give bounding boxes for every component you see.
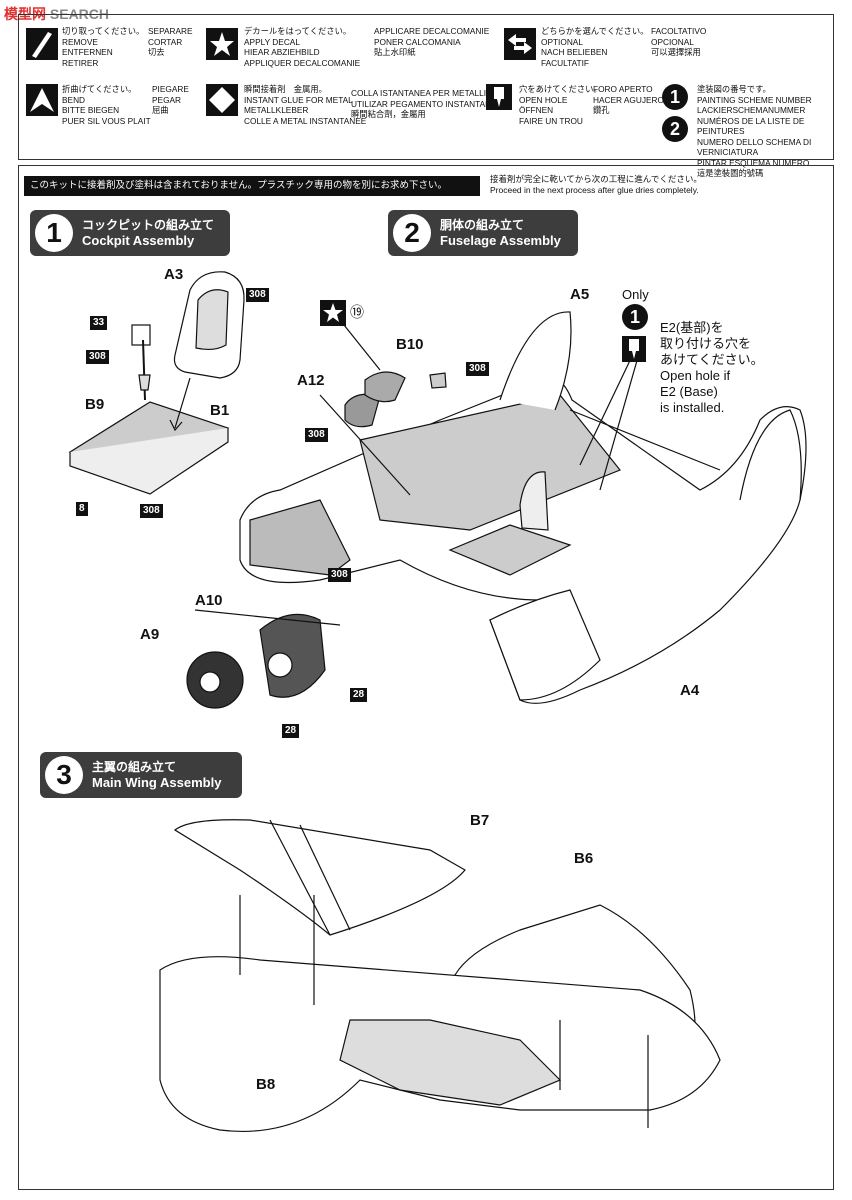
legend-optional-text2: FACOLTATIVO OPCIONAL 可以選擇採用: [651, 26, 707, 57]
glue-dry-note: 接着剤が完全に乾いてから次の工程に進んでください。 Proceed in the…: [490, 174, 702, 195]
step-2-title-jp: 胴体の組み立て: [440, 218, 525, 232]
legend-decal-text2: APPLICARE DECALCOMANIE PONER CALCOMANIA …: [374, 26, 490, 57]
step-3-title-en: Main Wing Assembly: [92, 775, 222, 790]
color-badge: 28: [282, 724, 300, 738]
slash-icon: [26, 28, 58, 60]
part-label-a3: A3: [164, 266, 184, 283]
legend-glue-text2: COLLA ISTANTANEA PER METALLI UTILIZAR PE…: [351, 88, 504, 119]
color-badge: 8: [76, 502, 88, 516]
step-2-title-en: Fuselage Assembly: [440, 233, 561, 248]
scheme-number-2: 2: [662, 116, 688, 142]
legend-glue-text: 瞬間接着剤 金属用。 INSTANT GLUE FOR METAL METALL…: [244, 84, 367, 126]
main-instructions-panel: [18, 165, 834, 1190]
only-drill-icon: [622, 336, 646, 362]
legend-bend-text2: PIEGARE PEGAR 屈曲: [152, 84, 189, 115]
step-2-number: 2: [393, 214, 431, 252]
color-badge: 308: [246, 288, 269, 302]
color-badge: 33: [90, 316, 108, 330]
star-icon: [206, 28, 238, 60]
color-badge: 308: [140, 504, 163, 518]
step-3-number: 3: [45, 756, 83, 794]
only-label: Only: [622, 287, 649, 302]
arrows-icon: [504, 28, 536, 60]
step-1-header: 1 コックピットの組み立て Cockpit Assembly: [30, 210, 230, 256]
part-label-a12: A12: [297, 372, 325, 389]
part-label-a5: A5: [570, 286, 590, 303]
open-hole-note: E2(基部)を 取り付ける穴を あけてください。 Open hole if E2…: [660, 320, 764, 415]
scheme-icon: 1 2: [662, 84, 690, 144]
drill-icon: [486, 84, 512, 110]
legend-hole-text: 穴をあけてください。 OPEN HOLE ÖFFNEN FAIRE UN TRO…: [519, 84, 602, 126]
step-1-title-en: Cockpit Assembly: [82, 233, 195, 248]
step-3-title-jp: 主翼の組み立て: [92, 760, 177, 774]
color-badge: 308: [305, 428, 328, 442]
part-label-b1: B1: [210, 402, 230, 419]
step-1-number: 1: [35, 214, 73, 252]
legend-hole-text2: FORO APERTO HACER AGUJERO 鑽孔: [593, 84, 664, 115]
legend-optional-text: どちらかを選んでください。 OPTIONAL NACH BELIEBEN FAC…: [541, 26, 649, 68]
part-label-b6: B6: [574, 850, 594, 867]
bend-icon: [26, 84, 58, 116]
legend-remove-text2: SEPARARE CORTAR 切去: [148, 26, 193, 57]
part-label-b8: B8: [256, 1076, 276, 1093]
glue-diamond-icon: [206, 84, 238, 116]
notice-bar: このキットに接着剤及び塗料は含まれておりません。プラスチック専用の物を別にお求め…: [24, 176, 480, 196]
legend-decal-text: デカールをはってください。 APPLY DECAL HIEAR ABZIEHBI…: [244, 26, 361, 68]
step-2-header: 2 胴体の組み立て Fuselage Assembly: [388, 210, 578, 256]
scheme-number-1: 1: [662, 84, 688, 110]
part-label-b10: B10: [396, 336, 424, 353]
color-badge: 308: [466, 362, 489, 376]
part-label-a9: A9: [140, 626, 160, 643]
decal-number: ⑲: [350, 304, 364, 320]
part-label-a10: A10: [195, 592, 223, 609]
step-3-header: 3 主翼の組み立て Main Wing Assembly: [40, 752, 242, 798]
only-scheme-number: 1: [622, 304, 648, 330]
part-label-b9: B9: [85, 396, 105, 413]
part-label-a4: A4: [680, 682, 700, 699]
step-1-title-jp: コックピットの組み立て: [82, 218, 215, 232]
legend-scheme-text: 塗装図の番号です。 PAINTING SCHEME NUMBER LACKIER…: [697, 84, 812, 178]
legend-remove-text: 切り取ってください。 REMOVE ENTFERNEN RETIRER: [62, 26, 145, 68]
part-label-b7: B7: [470, 812, 490, 829]
legend-bend-text: 折曲げてください。 BEND BITTE BIEGEN PUER SIL VOU…: [62, 84, 151, 126]
color-badge: 28: [350, 688, 368, 702]
decal-star-icon: [320, 300, 346, 326]
legend-panel: [18, 14, 834, 160]
color-badge: 308: [328, 568, 351, 582]
color-badge: 308: [86, 350, 109, 364]
